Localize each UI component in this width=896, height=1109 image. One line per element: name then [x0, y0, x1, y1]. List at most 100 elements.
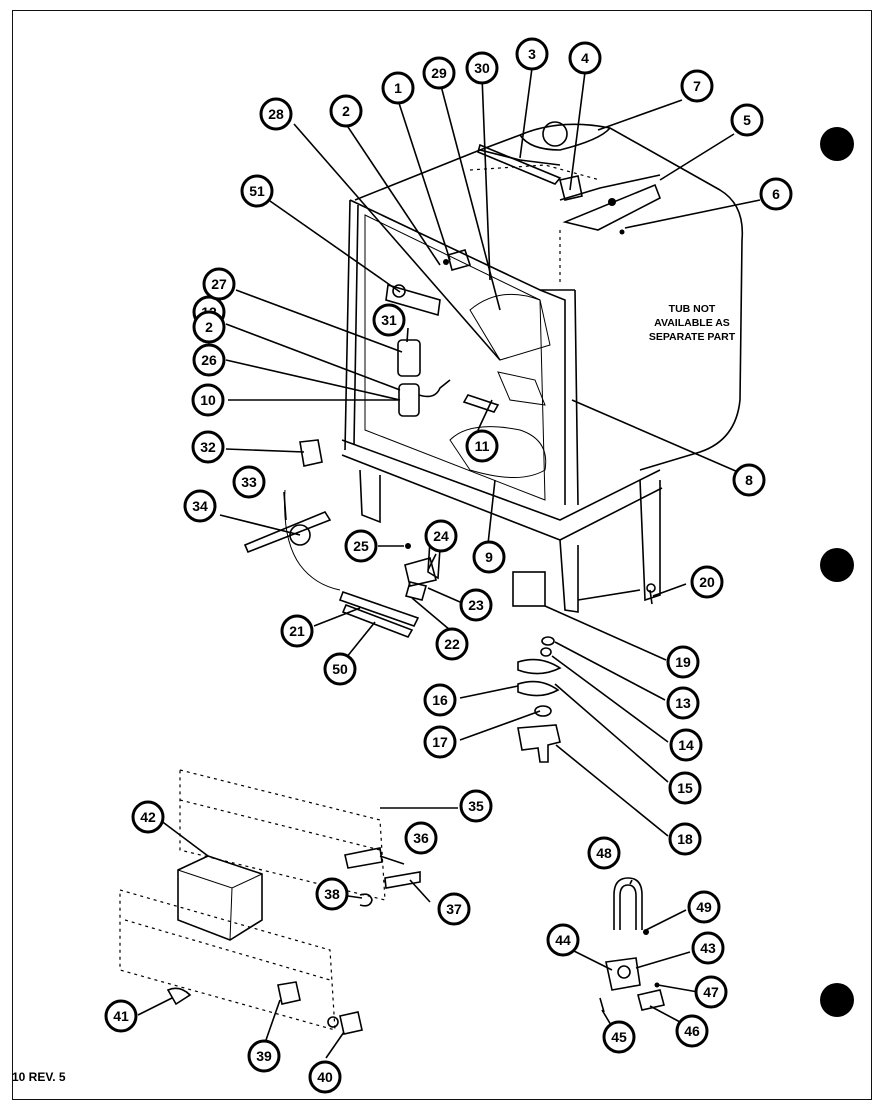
svg-text:32: 32: [200, 439, 216, 455]
callout-43: 43: [691, 931, 725, 965]
svg-text:39: 39: [256, 1048, 272, 1064]
callout-32: 32: [191, 430, 225, 464]
svg-text:7: 7: [693, 78, 701, 94]
door-assembly: [119, 769, 421, 1035]
leader-lines: [137, 67, 761, 1059]
svg-text:35: 35: [468, 798, 484, 814]
svg-text:15: 15: [677, 780, 693, 796]
callout-9: 9: [472, 540, 506, 574]
svg-text:46: 46: [684, 1023, 700, 1039]
callout-4: 4: [568, 41, 602, 75]
callout-18: 18: [668, 822, 702, 856]
svg-text:28: 28: [268, 106, 284, 122]
callout-48: 48: [587, 836, 621, 870]
svg-text:33: 33: [241, 474, 257, 490]
svg-text:48: 48: [596, 845, 612, 861]
callout-8: 8: [732, 463, 766, 497]
callout-21: 21: [280, 614, 314, 648]
svg-text:4: 4: [581, 50, 589, 66]
svg-text:45: 45: [611, 1029, 627, 1045]
svg-text:18: 18: [677, 831, 693, 847]
callout-19: 19: [666, 645, 700, 679]
svg-text:27: 27: [211, 276, 227, 292]
svg-text:3: 3: [528, 46, 536, 62]
callout-44: 44: [546, 923, 580, 957]
svg-text:16: 16: [432, 692, 448, 708]
callout-36: 36: [404, 821, 438, 855]
svg-text:51: 51: [249, 183, 265, 199]
callout-31: 31: [372, 303, 406, 337]
svg-text:25: 25: [353, 538, 369, 554]
svg-text:24: 24: [433, 528, 449, 544]
svg-text:2: 2: [205, 319, 213, 335]
svg-text:23: 23: [468, 597, 484, 613]
svg-text:26: 26: [201, 352, 217, 368]
svg-text:2: 2: [342, 103, 350, 119]
callout-38: 38: [315, 877, 349, 911]
callout-49: 49: [687, 890, 721, 924]
callout-23: 23: [459, 588, 493, 622]
callout-27: 27: [202, 267, 236, 301]
tub-note: TUB NOT AVAILABLE AS SEPARATE PART: [648, 303, 736, 343]
svg-text:41: 41: [113, 1008, 129, 1024]
callout-22: 22: [435, 627, 469, 661]
callout-17: 17: [423, 725, 457, 759]
callout-6: 6: [759, 177, 793, 211]
svg-text:8: 8: [745, 472, 753, 488]
callout-15: 15: [668, 771, 702, 805]
callout-30: 30: [465, 51, 499, 85]
svg-text:14: 14: [678, 737, 694, 753]
svg-text:30: 30: [474, 60, 490, 76]
callout-47: 47: [694, 975, 728, 1009]
callout-5: 5: [730, 103, 764, 137]
callout-11: 11: [465, 429, 499, 463]
svg-text:10: 10: [200, 392, 216, 408]
latch-and-bracket-parts: [243, 489, 656, 763]
callout-46: 46: [675, 1014, 709, 1048]
svg-text:47: 47: [703, 984, 719, 1000]
callout-2b: 2: [192, 310, 226, 344]
svg-text:13: 13: [675, 695, 691, 711]
callout-41: 41: [104, 999, 138, 1033]
callout-2: 2: [329, 94, 363, 128]
svg-text:36: 36: [413, 830, 429, 846]
svg-text:5: 5: [743, 112, 751, 128]
svg-text:50: 50: [332, 661, 348, 677]
callout-16: 16: [423, 683, 457, 717]
svg-text:21: 21: [289, 623, 305, 639]
callout-1: 1: [381, 71, 415, 105]
callout-34: 34: [183, 489, 217, 523]
svg-text:1: 1: [394, 80, 402, 96]
svg-text:38: 38: [324, 886, 340, 902]
callout-14: 14: [669, 728, 703, 762]
callout-24: 24: [424, 519, 458, 553]
tub-assembly: [341, 121, 744, 613]
svg-text:20: 20: [699, 574, 715, 590]
svg-text:49: 49: [696, 899, 712, 915]
svg-text:42: 42: [140, 809, 156, 825]
svg-text:22: 22: [444, 636, 460, 652]
punch-hole-middle: [820, 548, 854, 582]
page-reference: 10 REV. 5: [12, 1070, 66, 1084]
callout-3: 3: [515, 37, 549, 71]
callout-39: 39: [247, 1039, 281, 1073]
callout-33: 33: [232, 465, 266, 499]
svg-text:19: 19: [675, 654, 691, 670]
callout-29: 29: [422, 56, 456, 90]
punch-hole-top: [820, 127, 854, 161]
callout-37: 37: [437, 892, 471, 926]
callout-13: 13: [666, 686, 700, 720]
svg-text:43: 43: [700, 940, 716, 956]
page-frame: [12, 10, 872, 1100]
callout-28: 28: [259, 97, 293, 131]
callout-10: 10: [191, 383, 225, 417]
fill-valve-parts: [599, 877, 665, 1013]
callout-35: 35: [459, 789, 493, 823]
callout-50: 50: [323, 652, 357, 686]
callout-20: 20: [690, 565, 724, 599]
callout-51: 51: [240, 174, 274, 208]
svg-text:17: 17: [432, 734, 448, 750]
svg-text:6: 6: [772, 186, 780, 202]
